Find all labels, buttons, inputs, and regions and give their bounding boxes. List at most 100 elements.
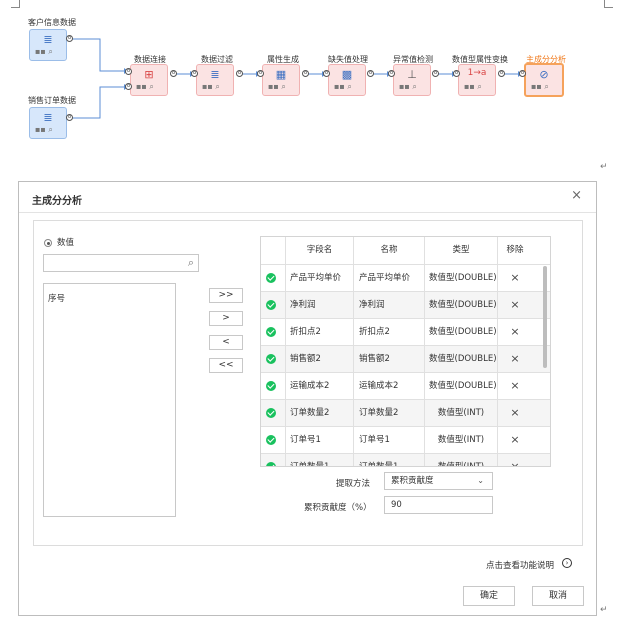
node-label-sales-order-data: 销售订单数据 — [28, 96, 76, 105]
axis-icon: ⊥ — [407, 68, 417, 81]
input-port[interactable]: o — [519, 70, 526, 77]
node-label-customer-data: 客户信息数据 — [28, 18, 76, 27]
remove-icon[interactable]: × — [497, 346, 532, 372]
output-port[interactable]: o — [498, 70, 505, 77]
table-row[interactable]: 订单数量2 订单数量2 数值型(INT) × — [261, 399, 550, 426]
node-label-attribute-generation: 属性生成 — [267, 55, 299, 64]
node-attribute-generation[interactable]: ▦ ▪▪ ⌕ — [262, 64, 300, 96]
table-scrollbar[interactable] — [543, 266, 547, 368]
node-outlier-detection[interactable]: ⊥ ▪▪ ⌕ — [393, 64, 431, 96]
selected-fields-table: 字段名 名称 类型 移除 产品平均单价 产品平均单价 数值型(DOUBLE) ×… — [260, 236, 551, 467]
move-left-button[interactable]: < — [209, 335, 243, 350]
node-sales-order-data[interactable]: ≣ ▪▪ ⌕ — [29, 107, 67, 139]
check-icon — [266, 300, 276, 310]
input-port[interactable]: o — [453, 70, 460, 77]
close-icon[interactable]: × — [571, 188, 582, 203]
table-row[interactable]: 净利润 净利润 数值型(DOUBLE) × — [261, 291, 550, 318]
cell-type: 数值型(DOUBLE) — [424, 319, 497, 345]
grid-icon: ▦ — [275, 68, 287, 81]
cell-field: 订单号1 — [285, 427, 353, 453]
column-header-remove: 移除 — [497, 237, 532, 264]
node-label-outlier-detection: 异常值检测 — [393, 55, 433, 64]
cell-type: 数值型(DOUBLE) — [424, 292, 497, 318]
remove-icon[interactable]: × — [497, 400, 532, 426]
node-label-data-join: 数据连接 — [134, 55, 166, 64]
remove-icon[interactable]: × — [497, 319, 532, 345]
title-divider — [19, 212, 596, 213]
cancel-button[interactable]: 取消 — [532, 586, 584, 606]
move-right-button[interactable]: > — [209, 311, 243, 326]
remove-icon[interactable]: × — [497, 427, 532, 453]
input-port[interactable]: o — [125, 83, 132, 90]
input-port[interactable]: o — [257, 70, 264, 77]
list-item[interactable]: 序号 — [48, 294, 66, 304]
input-port[interactable]: o — [125, 68, 132, 75]
node-tools-icon: ▪▪ ⌕ — [268, 82, 286, 91]
field-search-input[interactable]: ⌕ — [43, 254, 199, 272]
node-pca[interactable]: ⊘ ▪▪ ⌕ — [524, 63, 564, 97]
output-port[interactable]: o — [302, 70, 309, 77]
available-fields-list[interactable]: 序号 — [43, 283, 176, 517]
cell-type: 数值型(INT) — [424, 427, 497, 453]
pca-icon: ⊘ — [539, 68, 549, 81]
paragraph-mark: ↵ — [600, 605, 608, 615]
node-tools-icon: ▪▪ ⌕ — [35, 125, 53, 134]
table-row[interactable]: 订单号1 订单号1 数值型(INT) × — [261, 426, 550, 453]
remove-icon[interactable]: × — [497, 265, 532, 291]
check-icon — [266, 408, 276, 418]
input-port[interactable]: o — [191, 70, 198, 77]
table-row[interactable]: 产品平均单价 产品平均单价 数值型(DOUBLE) × — [261, 264, 550, 291]
numeric-radio[interactable] — [44, 239, 52, 247]
node-customer-data[interactable]: ≣ ▪▪ ⌕ — [29, 29, 67, 61]
input-port[interactable]: o — [388, 70, 395, 77]
node-data-join[interactable]: ⊞ ▪▪ ⌕ — [130, 64, 168, 96]
node-missing-value[interactable]: ▩ ▪▪ ⌕ — [328, 64, 366, 96]
node-data-filter[interactable]: ≣ ▪▪ ⌕ — [196, 64, 234, 96]
cell-type: 数值型(DOUBLE) — [424, 346, 497, 372]
cell-type: 数值型(INT) — [424, 400, 497, 426]
output-port[interactable]: o — [432, 70, 439, 77]
remove-icon[interactable]: × — [497, 454, 532, 466]
output-port[interactable]: o — [170, 70, 177, 77]
node-numeric-transform[interactable]: 1→a ▪▪ ⌕ — [458, 64, 496, 96]
cell-name: 运输成本2 — [353, 373, 424, 399]
column-header-field: 字段名 — [285, 237, 353, 264]
database-icon: ≣ — [43, 33, 53, 46]
search-icon: ⌕ — [187, 256, 194, 269]
node-tools-icon: ▪▪ ⌕ — [202, 82, 220, 91]
remove-icon[interactable]: × — [497, 292, 532, 318]
table-row[interactable]: 折扣点2 折扣点2 数值型(DOUBLE) × — [261, 318, 550, 345]
cell-field: 净利润 — [285, 292, 353, 318]
node-tools-icon: ▪▪ ⌕ — [334, 82, 352, 91]
output-port[interactable]: o — [66, 35, 73, 42]
cell-name: 订单号1 — [353, 427, 424, 453]
output-port[interactable]: o — [367, 70, 374, 77]
chevron-right-circle-icon[interactable]: › — [562, 558, 572, 568]
contribution-input[interactable]: 90 — [384, 496, 493, 514]
cell-field: 折扣点2 — [285, 319, 353, 345]
method-label: 提取方法 — [336, 479, 371, 489]
ok-button[interactable]: 确定 — [463, 586, 515, 606]
table-row[interactable]: 运输成本2 运输成本2 数值型(DOUBLE) × — [261, 372, 550, 399]
input-port[interactable]: o — [323, 70, 330, 77]
remove-icon[interactable]: × — [497, 373, 532, 399]
table-row[interactable]: 销售额2 销售额2 数值型(DOUBLE) × — [261, 345, 550, 372]
table-row[interactable]: 订单数量1 订单数量1 数值型(INT) × — [261, 453, 550, 466]
filter-database-icon: ≣ — [210, 68, 220, 81]
check-icon — [266, 327, 276, 337]
matrix-icon: ▩ — [341, 68, 353, 81]
cell-type: 数值型(DOUBLE) — [424, 373, 497, 399]
move-all-left-button[interactable]: << — [209, 358, 243, 373]
cell-field: 订单数量2 — [285, 400, 353, 426]
node-label-data-filter: 数据过滤 — [201, 55, 233, 64]
node-tools-icon: ▪▪ ⌕ — [399, 82, 417, 91]
output-port[interactable]: o — [236, 70, 243, 77]
column-header-name: 名称 — [353, 237, 424, 264]
help-link[interactable]: 点击查看功能说明 — [486, 561, 555, 571]
check-icon — [266, 273, 276, 283]
output-port[interactable]: o — [66, 114, 73, 121]
transform-icon: 1→a — [467, 68, 487, 78]
move-all-right-button[interactable]: >> — [209, 288, 243, 303]
method-select[interactable]: 累积贡献度 ⌄ — [384, 472, 493, 490]
page-corner-mark — [604, 0, 613, 8]
